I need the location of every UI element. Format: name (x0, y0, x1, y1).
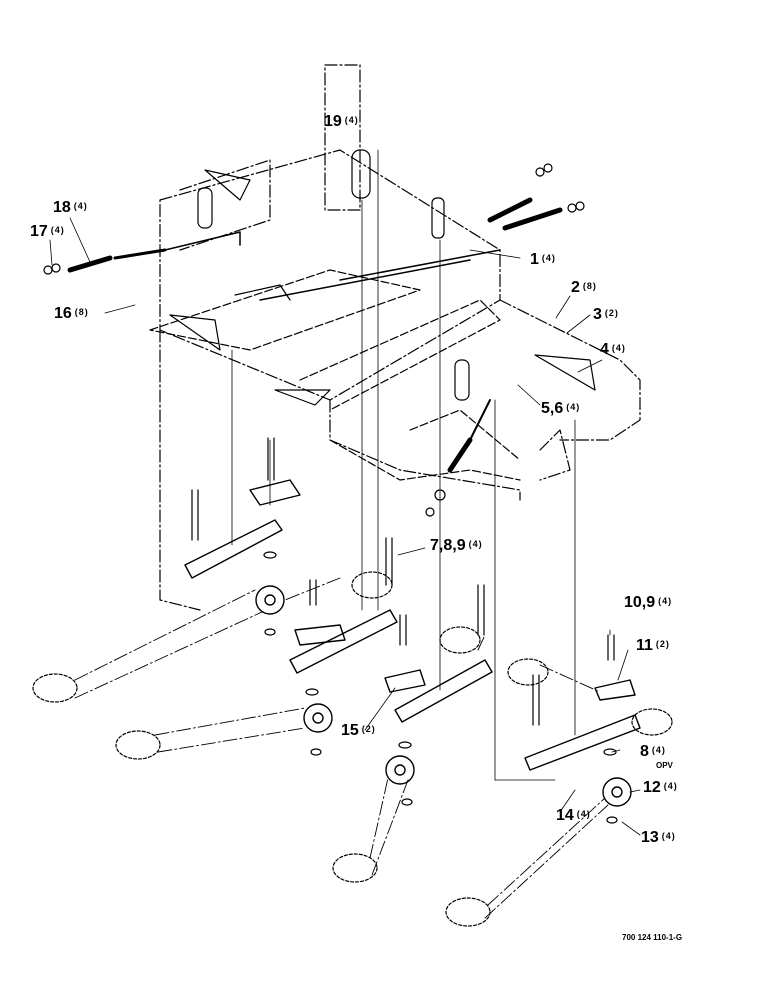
pivot-tubes (197, 149, 470, 401)
callout-19: 19(4) (324, 114, 359, 130)
callout-number: 17 (30, 223, 48, 240)
callout-quantity: (2) (604, 308, 619, 318)
callout-quantity: (4) (661, 831, 676, 841)
callout-4: 4(4) (600, 342, 626, 358)
callout-7-8-9: 7,8,9(4) (430, 538, 483, 554)
callout-number: 19 (324, 113, 342, 130)
callout-number: 16 (54, 305, 72, 322)
callout-13: 13(4) (641, 830, 676, 846)
callout-quantity: (4) (576, 809, 591, 819)
callout-quantity: (4) (566, 402, 581, 412)
callout-17: 17(4) (30, 224, 65, 240)
callout-14: 14(4) (556, 808, 591, 824)
callout-number: 14 (556, 807, 574, 824)
callout-number: 12 (643, 779, 661, 796)
washers (263, 551, 618, 824)
drawing-number: 700 124 110-1-G (622, 933, 683, 942)
callout-number: 5,6 (541, 400, 564, 417)
callout-number: 3 (593, 306, 602, 323)
callout-number: 10,9 (624, 594, 656, 611)
callout-quantity: (4) (541, 253, 556, 263)
callout-number: 18 (53, 199, 71, 216)
callout-number: 2 (571, 279, 580, 296)
callout-number: 13 (641, 829, 659, 846)
callout-quantity: (4) (50, 225, 65, 235)
spring-hardware (43, 163, 585, 517)
chain-lines (74, 577, 609, 919)
callout-quantity: (4) (468, 539, 483, 549)
callout-5-6: 5,6(4) (541, 401, 580, 417)
callout-quantity: (8) (74, 307, 89, 317)
callout-number: 4 (600, 341, 609, 358)
brackets (169, 169, 596, 406)
callout-quantity: (2) (655, 639, 670, 649)
callout-quantity: (4) (663, 781, 678, 791)
callout-quantity: (4) (651, 745, 666, 755)
callout-number: 1 (530, 251, 539, 268)
assembly-lines (231, 149, 576, 781)
callout-quantity: (2) (361, 724, 376, 734)
callout-15: 15(2) (341, 723, 376, 739)
callout-8: 8(4) (640, 744, 666, 760)
callout-16: 16(8) (54, 306, 89, 322)
springs (67, 197, 563, 473)
callout-number: 15 (341, 722, 359, 739)
callout-10-9: 10,9(4) (624, 595, 672, 611)
bolts (191, 437, 615, 726)
callout-quantity: (4) (611, 343, 626, 353)
callout-2: 2(8) (571, 280, 597, 296)
drive-arms (184, 479, 641, 771)
callout-12: 12(4) (643, 780, 678, 796)
callout-1: 1(4) (530, 252, 556, 268)
callout-number: 7,8,9 (430, 537, 466, 554)
leader-lines (49, 217, 641, 836)
callout-quantity: (4) (658, 596, 673, 606)
callout-quantity: (4) (73, 201, 88, 211)
callout-number: 8 (640, 743, 649, 760)
rollers (32, 571, 673, 927)
callout-3: 3(2) (593, 307, 619, 323)
callout-11: 11(2) (636, 638, 670, 654)
callout-18: 18(4) (53, 200, 88, 216)
callout-quantity: (8) (582, 281, 597, 291)
callout-quantity: (4) (344, 115, 359, 125)
callout-number: 11 (636, 637, 653, 654)
opv-note: OPV (656, 761, 673, 770)
